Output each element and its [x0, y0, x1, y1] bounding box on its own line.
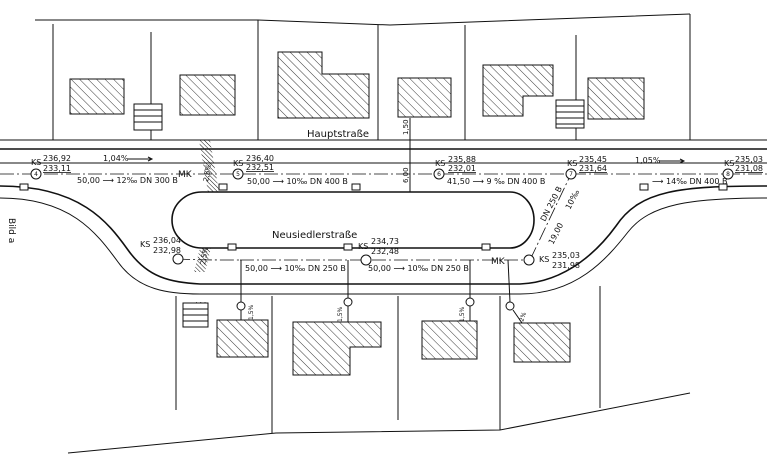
- ks-prefix: KS: [567, 159, 577, 168]
- cross-slope-label: 2,5%: [199, 246, 210, 265]
- ks-top-level: 235,45: [579, 155, 607, 164]
- ks-invert-level: 232,01: [448, 164, 476, 173]
- flow-arrow: [659, 158, 686, 164]
- ks-invert-level: 232,98: [153, 246, 181, 255]
- manhole-num: 4: [34, 171, 38, 178]
- manhole-8: [722, 168, 734, 180]
- connection-slope-label: 1,5%: [337, 306, 344, 322]
- manhole-num: 8: [726, 171, 730, 178]
- mk-mark: MK: [178, 170, 193, 180]
- ks-top-level: 236,40: [246, 154, 274, 163]
- ks-prefix: KS: [31, 158, 41, 167]
- stairs-top: [133, 99, 585, 131]
- ks-prefix: KS: [435, 159, 445, 168]
- ks-invert-level: 231,08: [735, 164, 763, 173]
- dimension-label: 6,00: [402, 167, 410, 183]
- diagonal-pipe-slope: 10‰: [564, 188, 582, 211]
- ks-top-level: 235,88: [448, 155, 476, 164]
- pipe-label: 50,00 ⟶ 10‰ DN 250 B: [245, 264, 346, 273]
- mk-mark: MK: [491, 257, 506, 267]
- ks-top-level: 235,03: [552, 251, 580, 260]
- road-outline: [0, 185, 767, 295]
- ks-invert-level: 231,98: [552, 261, 580, 270]
- connection-slope-label: 1,5%: [248, 304, 255, 320]
- gullies: [19, 183, 728, 251]
- ks-top-level: 236,04: [153, 236, 181, 245]
- ks-prefix: KS: [724, 159, 734, 168]
- pipe-label: 50,00 ⟶ 12‰ DN 300 B: [77, 176, 178, 185]
- ks-prefix: KS: [233, 159, 243, 168]
- ks-prefix: KS: [358, 242, 368, 251]
- ks-top-level: 235,03: [735, 155, 763, 164]
- ks-invert-level: 232,48: [371, 247, 399, 256]
- ks-top-level: 234,73: [371, 237, 399, 246]
- pipe-label: 50,00 ⟶ 10‰ DN 250 B: [368, 264, 469, 273]
- ks-top-level: 236,92: [43, 154, 71, 163]
- ks-prefix: KS: [140, 240, 150, 249]
- connection-slope-label: 1,5%: [459, 306, 466, 322]
- ks-prefix: KS: [539, 255, 549, 264]
- manhole-ks7: [360, 254, 372, 266]
- cross-slope-label: 2,5%: [202, 163, 213, 182]
- pipe-label: ⟶ 14‰ DN 400 B: [652, 177, 727, 186]
- house-connections: [236, 259, 523, 324]
- manhole-ks6: [172, 253, 184, 265]
- ks-invert-level: 231,64: [579, 164, 607, 173]
- main-street-edges: [0, 139, 767, 175]
- manhole-labels: KS 236,92 233,11 KS 236,40 232,51 KS 235…: [31, 154, 763, 270]
- manhole-6: [433, 168, 445, 180]
- diagonal-pipe-dn: DN 250 B: [539, 185, 564, 223]
- property-lines-top: [35, 13, 691, 140]
- manhole-ks8: [523, 254, 535, 266]
- manhole-num: 6: [437, 171, 441, 178]
- manhole-4: [30, 168, 42, 180]
- manhole-num: 7: [569, 171, 573, 178]
- manhole-7: [565, 168, 577, 180]
- manhole-symbols: [30, 168, 734, 266]
- figure-label: Bild a: [6, 218, 16, 243]
- property-lines-bottom: [67, 286, 691, 454]
- surface-slope-label: 1,04%: [103, 154, 129, 163]
- ks-invert-level: 233,11: [43, 164, 71, 173]
- diagonal-pipe-length: 19,00: [547, 221, 565, 245]
- buildings-top: [69, 51, 645, 120]
- dimension-label: 1,50: [402, 119, 410, 135]
- manhole-num: 5: [236, 171, 240, 178]
- pipe-label: 50,00 ⟶ 10‰ DN 400 B: [247, 177, 348, 186]
- stairs-bottom: [182, 302, 209, 328]
- main-street-name: Hauptstraße: [307, 129, 369, 140]
- buildings-bottom: [216, 319, 571, 376]
- pipe-label: 41,50 ⟶ 9 ‰ DN 400 B: [447, 177, 545, 186]
- ks-invert-level: 232,51: [246, 163, 274, 172]
- manhole-5: [232, 168, 244, 180]
- loop-street-name: Neusiedlerstraße: [272, 230, 357, 241]
- flow-arrow: [128, 156, 154, 162]
- connection-slope-label: 2%: [518, 311, 528, 323]
- dimension-marks: [404, 118, 416, 193]
- surface-slope-label: 1,05%: [635, 156, 661, 165]
